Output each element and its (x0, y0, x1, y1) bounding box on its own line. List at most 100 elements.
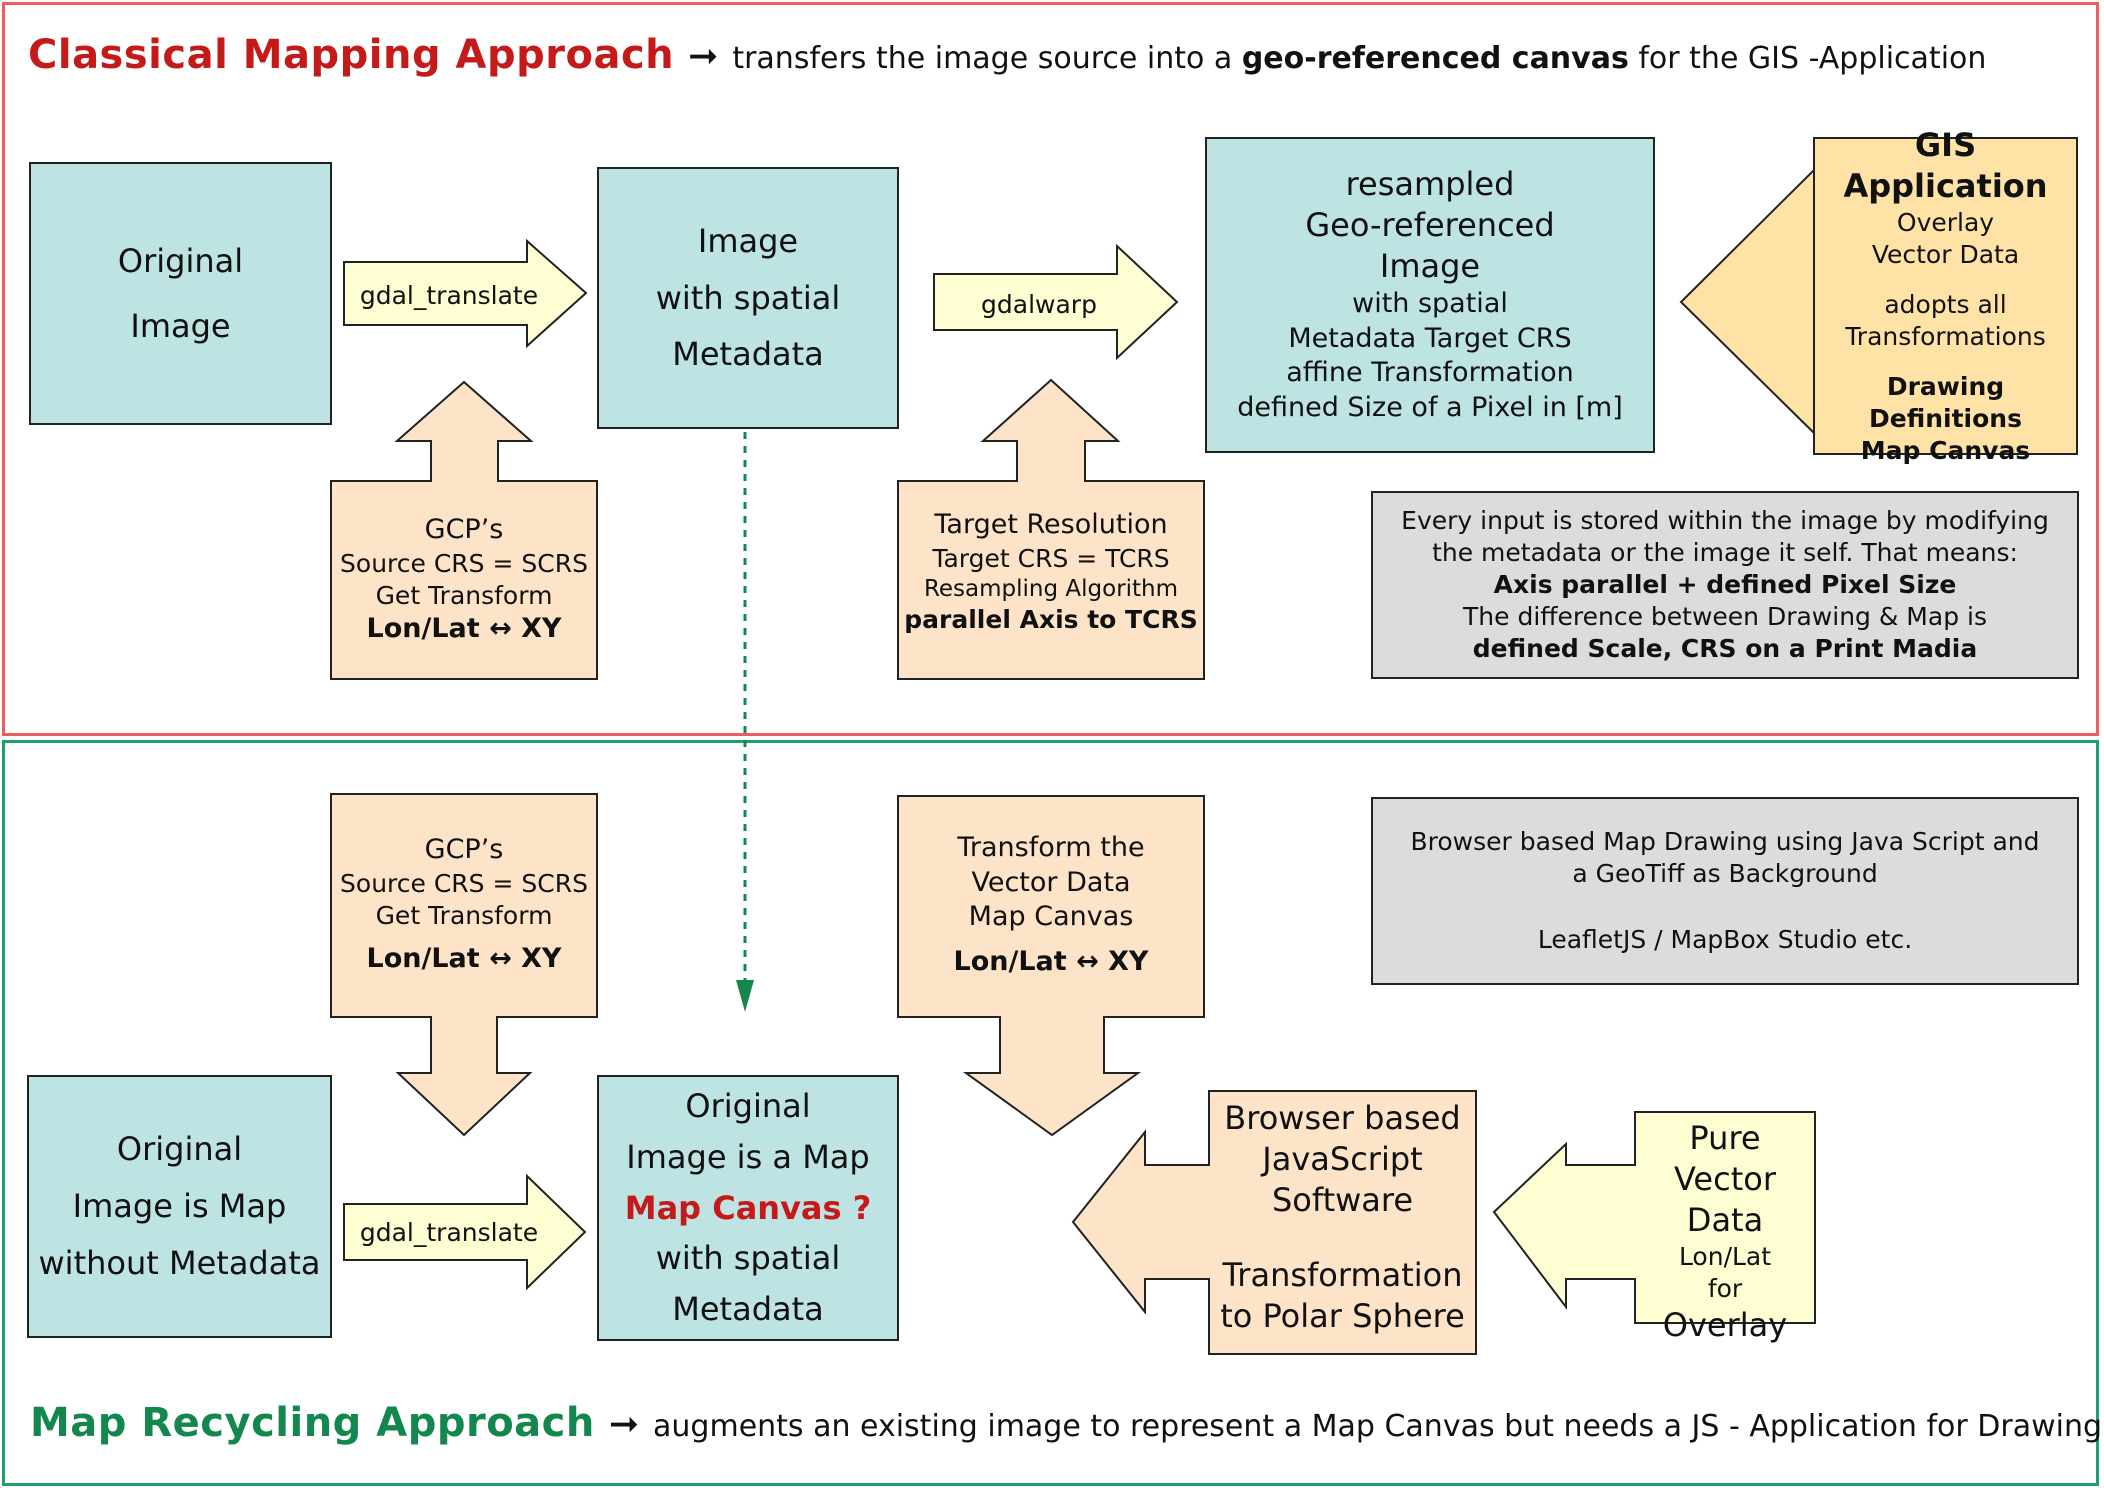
target-block-top (897, 378, 1205, 680)
classical-note-line1: Every input is stored within the image b… (1401, 506, 2049, 535)
target-text-top: Target Resolution Target CRS = TCRS Resa… (898, 508, 1204, 636)
browser-software-line5: to Polar Sphere (1220, 1296, 1465, 1335)
resampled-line5: Metadata Target CRS (1288, 322, 1572, 354)
gcp-text-top: GCP’s Source CRS = SCRS Get Transform Lo… (331, 513, 597, 646)
classical-note-line3: Axis parallel + defined Pixel Size (1493, 570, 1957, 599)
resampled-line1: resampled (1345, 165, 1515, 204)
map-canvas-line4: with spatial (655, 1239, 841, 1278)
browser-software-line2: JavaScript (1262, 1139, 1423, 1178)
gcp-bottom-line3: Get Transform (375, 900, 553, 930)
browser-software-line4: Transformation (1222, 1255, 1463, 1294)
gcp-bottom-line2: Source CRS = SCRS (340, 868, 588, 898)
gis-line5: Drawing Definitions (1869, 371, 2022, 433)
resampled-line2: Geo-referenced (1305, 206, 1555, 245)
gdal-translate-arrow (343, 238, 588, 349)
browser-software-line1: Browser based (1224, 1099, 1461, 1137)
browser-note-box: Browser based Map Drawing using Java Scr… (1371, 797, 2079, 985)
map-canvas-line2: Image is a Map (626, 1137, 870, 1176)
gcp-bottom-line4: Lon/Lat ↔ XY (366, 942, 562, 974)
transform-line1: Transform the (957, 832, 1145, 863)
map-canvas-line5: Metadata (672, 1290, 824, 1329)
classical-note-line5: defined Scale, CRS on a Print Madia (1472, 634, 1978, 663)
browser-note-line2: a GeoTiff as Background (1572, 859, 1878, 888)
recycling-heading: Map Recycling Approach ➞ augments an exist… (30, 1400, 2102, 1446)
gis-left-arrow (1679, 170, 1815, 436)
gcp-bottom-line1: GCP’s (424, 834, 504, 865)
pure-vector-line1: Pure (1689, 1119, 1761, 1157)
transform-line4: Lon/Lat ↔ XY (953, 945, 1149, 977)
target-line1: Target Resolution (934, 509, 1168, 540)
resampled-line6: affine Transformation (1286, 357, 1574, 389)
pure-vector-text: Pure Vector Data Lon/Lat for Overlay (1635, 1118, 1815, 1346)
resampled-line4: with spatial (1352, 288, 1508, 320)
target-line4: parallel Axis to TCRS (904, 604, 1198, 634)
recycling-subtitle: augments an existing image to represent … (653, 1409, 2103, 1444)
classical-note-line4: The difference between Drawing & Map is (1463, 602, 1987, 631)
gcp-line4: Lon/Lat ↔ XY (366, 612, 562, 644)
classical-title: Classical Mapping Approach (28, 32, 675, 78)
gis-title: GIS Application (1843, 126, 2048, 205)
resampled-line7: defined Size of a Pixel in [m] (1237, 391, 1623, 423)
gdal-translate-label-bottom: gdal_translate (359, 1218, 539, 1247)
recycling-title: Map Recycling Approach (30, 1400, 595, 1446)
gdalwarp-arrow (933, 243, 1179, 361)
gis-line3: adopts all (1884, 289, 2007, 319)
classical-heading: Classical Mapping Approach ➞ transfers the… (28, 32, 1986, 78)
gcp-line1: GCP’s (424, 514, 504, 545)
classical-note-box: Every input is stored within the image b… (1371, 491, 2079, 679)
browser-software-block (1071, 1090, 1477, 1355)
gcp-text-bottom: GCP’s Source CRS = SCRS Get Transform Lo… (331, 833, 597, 976)
image-spatial-line3: Metadata (672, 335, 824, 374)
classical-approach-section (2, 2, 2099, 736)
map-recycling-section (2, 740, 2099, 1486)
target-line3: Resampling Algorithm (923, 575, 1179, 602)
image-spatial-box: Image with spatial Metadata (597, 167, 899, 429)
pure-vector-line3: Lon/Lat (1678, 1241, 1772, 1271)
gdal-translate-label: gdal_translate (359, 281, 539, 310)
browser-note-line1: Browser based Map Drawing using Java Scr… (1410, 827, 2040, 856)
browser-note-line3: LeafletJS / MapBox Studio etc. (1537, 925, 1913, 954)
browser-software-text: Browser based JavaScript Software Transf… (1209, 1098, 1476, 1337)
map-canvas-line1: Original (685, 1086, 811, 1125)
map-canvas-line3: Map Canvas ? (624, 1188, 872, 1227)
transform-line2: Vector Data (971, 866, 1131, 898)
resampled-image-box: resampled Geo-referenced Image with spat… (1205, 137, 1655, 453)
classical-note-line2: the metadata or the image it self. That … (1432, 538, 2018, 567)
heading-arrow-icon-bottom: ➞ (608, 1404, 640, 1445)
transform-text-bottom: Transform the Vector Data Map Canvas Lon… (898, 831, 1204, 979)
original-map-box: Original Image is Map without Metadata (27, 1075, 332, 1338)
gcp-block-top (330, 380, 598, 680)
gis-line6: Map Canvas (1860, 435, 2031, 465)
gcp-line2: Source CRS = SCRS (340, 548, 588, 578)
original-map-line2: Image is Map (72, 1187, 287, 1226)
map-canvas-box: Original Image is a Map Map Canvas ? wit… (597, 1075, 899, 1341)
image-spatial-line2: with spatial (655, 278, 841, 317)
resampled-line3: Image (1379, 247, 1481, 286)
original-map-line3: without Metadata (38, 1243, 321, 1282)
dotted-connector-head (736, 980, 754, 1012)
gcp-block-bottom (330, 793, 598, 1137)
pure-vector-line2: Vector Data (1674, 1159, 1776, 1239)
gis-line4: Transformations (1845, 321, 2046, 351)
classical-subtitle-pre: transfers the image source into a (732, 41, 1233, 76)
gcp-line3: Get Transform (375, 580, 553, 610)
original-map-line1: Original (116, 1130, 243, 1169)
classical-subtitle-post: for the GIS -Application (1638, 41, 1987, 76)
transform-line3: Map Canvas (968, 901, 1134, 933)
gdal-translate-arrow-bottom (343, 1173, 587, 1291)
classical-subtitle-bold: geo-referenced canvas (1241, 41, 1629, 76)
original-image-line1: Original (117, 241, 244, 280)
target-line2: Target CRS = TCRS (932, 543, 1170, 573)
image-spatial-line1: Image (697, 221, 799, 260)
gis-line2: Vector Data (1871, 239, 2020, 269)
pure-vector-line4: for (1707, 1273, 1743, 1303)
browser-software-line3: Software (1271, 1180, 1414, 1219)
original-image-line2: Image (130, 306, 231, 345)
gdalwarp-label: gdalwarp (981, 290, 1097, 319)
pure-vector-block (1492, 1111, 1816, 1324)
heading-arrow-icon: ➞ (688, 36, 719, 77)
transform-block-bottom (897, 795, 1205, 1137)
pure-vector-line5: Overlay (1662, 1305, 1788, 1344)
gis-line1: Overlay (1896, 207, 1995, 237)
